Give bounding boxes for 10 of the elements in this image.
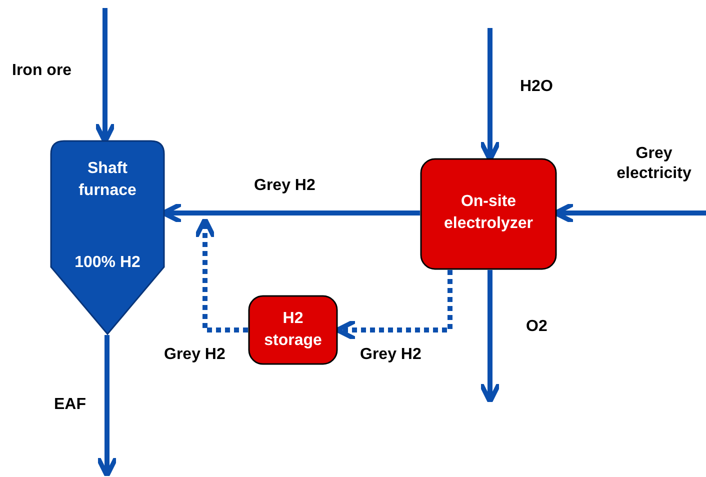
shaft-furnace-shape (50, 140, 165, 335)
node-label: Shaft furnace (78, 159, 138, 201)
node-label: 100% H2 (74, 253, 142, 273)
process-box (420, 158, 557, 270)
node-label: On-site electrolyzer (443, 192, 534, 234)
node-label: H2 storage (263, 309, 323, 351)
arrow (96, 335, 118, 477)
dashed-arrow (194, 216, 248, 332)
process-box (248, 295, 338, 365)
arrow (478, 270, 502, 404)
